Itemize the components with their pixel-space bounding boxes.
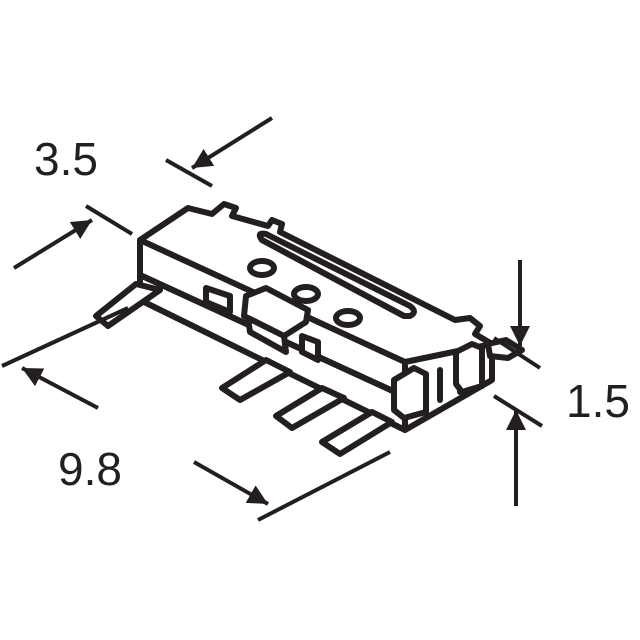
terminal-pin [319, 409, 395, 457]
terminal-pin [273, 385, 347, 431]
length-dimension-label: 9.8 [58, 443, 122, 495]
height-dimension-line [492, 260, 544, 506]
length-dimension-line [1, 306, 391, 522]
detent-hole [291, 284, 321, 304]
height-dimension-label: 1.5 [566, 375, 630, 427]
actuator-knob [203, 285, 321, 363]
end-tab [391, 337, 525, 421]
terminal-pin [219, 357, 293, 403]
width-dimension-line [12, 116, 274, 270]
detent-hole [247, 258, 277, 278]
detent-hole [333, 308, 363, 328]
actuator-slot [256, 230, 417, 319]
width-dimension-label: 3.5 [34, 133, 98, 185]
